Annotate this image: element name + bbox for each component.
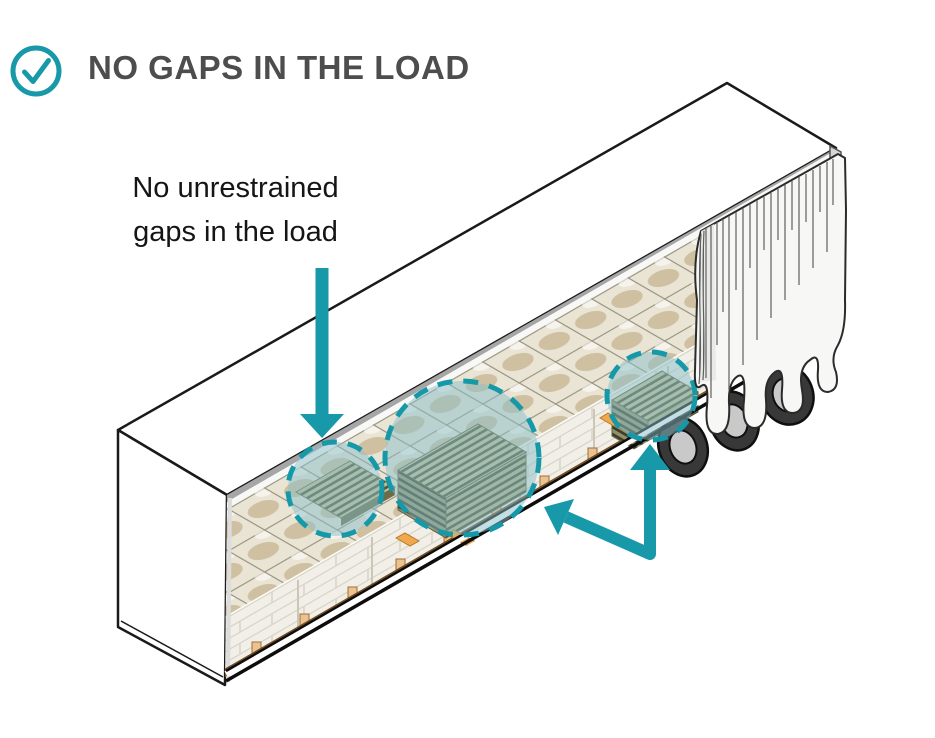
highlight-circle-1	[285, 439, 385, 539]
check-circle-icon	[10, 45, 62, 97]
highlight-circle-3	[604, 349, 698, 443]
gap-highlights	[285, 349, 698, 539]
curtain-folds	[698, 159, 834, 398]
highlight-circle-2	[382, 378, 542, 538]
trailer-front-wall	[116, 428, 229, 687]
page-title: NO GAPS IN THE LOAD	[88, 49, 470, 86]
curtain	[693, 153, 847, 435]
annotation-label: No unrestrained gaps in the load	[108, 166, 363, 254]
annotation-arrow-down	[300, 268, 344, 438]
annotation-line-2: gaps in the load	[133, 216, 338, 248]
annotation-line-1: No unrestrained	[132, 172, 339, 204]
gap-pointer-arrow	[544, 444, 670, 560]
